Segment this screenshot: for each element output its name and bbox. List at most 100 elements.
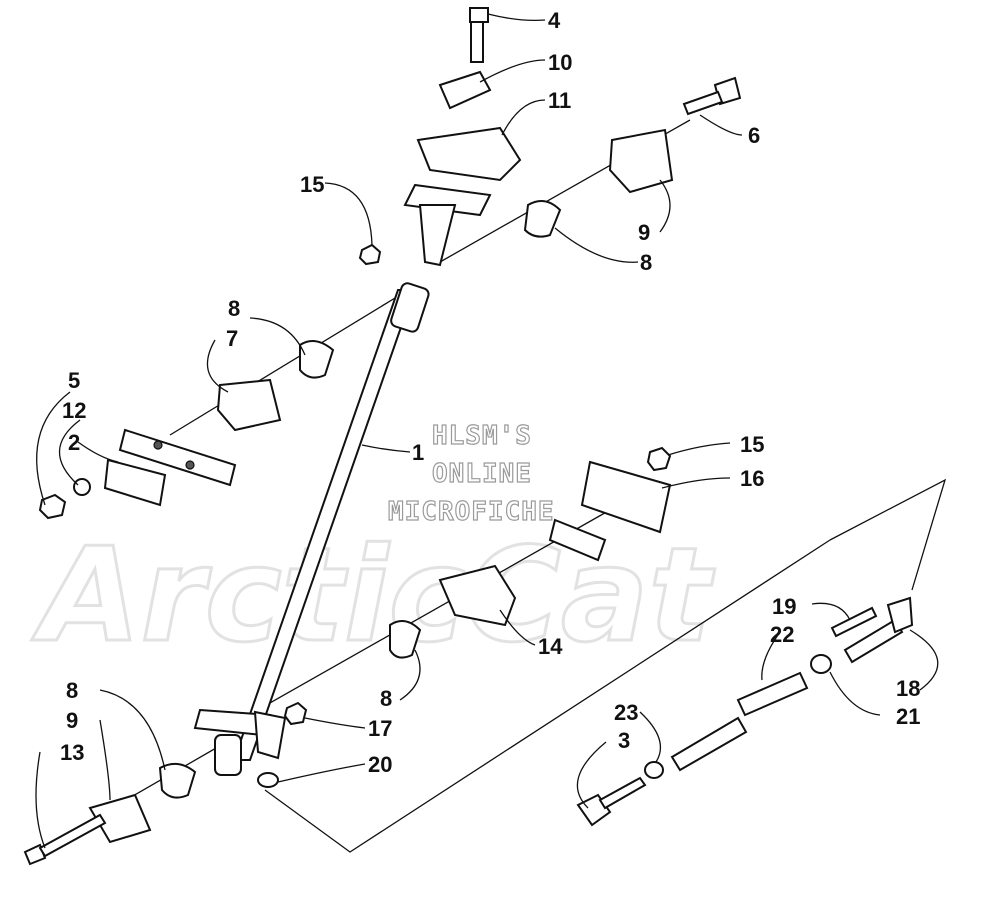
steering-arm (253, 710, 287, 760)
leader-8-left (249, 317, 306, 356)
lower-centerline (239, 509, 611, 721)
bolt-head (469, 7, 489, 23)
callout-23: 23 (614, 700, 638, 725)
leader-8-middle (399, 649, 421, 701)
block-part-7 (216, 378, 282, 432)
leader-8-upper (554, 227, 639, 263)
plate-assembly-part-2 (103, 428, 237, 507)
callout-labels: 4 10 11 15 6 9 8 8 7 5 12 2 1 15 16 14 8… (60, 8, 920, 777)
callout-8-middle: 8 (380, 686, 392, 711)
tie-rod-end-shank-right (843, 618, 904, 664)
callout-10: 10 (548, 50, 572, 75)
bushing-part-8-left (299, 340, 335, 379)
callout-16: 16 (740, 466, 764, 491)
callout-3: 3 (618, 728, 630, 753)
bolt-shank (682, 90, 724, 116)
leader-14 (499, 609, 536, 646)
brand-watermark: ArcticCat (30, 518, 718, 673)
callout-18: 18 (896, 676, 920, 701)
callout-2: 2 (68, 430, 80, 455)
leader-11 (501, 99, 546, 136)
callout-12: 12 (62, 398, 86, 423)
leader-18 (909, 629, 939, 691)
hlsm-watermark: HLSM'S ONLINE MICROFICHE (387, 420, 555, 527)
callout-8-left: 8 (228, 296, 240, 321)
tie-rod-reference-line-upper (829, 478, 947, 591)
leader-8-lower (99, 689, 166, 771)
clamp-part-11 (416, 126, 522, 182)
leader-22 (761, 631, 781, 681)
plate-dashed-shim (118, 428, 237, 487)
nut-part-5 (38, 493, 67, 520)
callout-9-lower: 9 (66, 708, 78, 733)
tie-rod-assembly (576, 596, 914, 827)
watermark-line-2: ONLINE (432, 459, 532, 489)
tie-rod-reference-line-lower (264, 539, 831, 853)
washer-part-12 (73, 478, 91, 496)
leader-3 (576, 741, 607, 809)
bolt-shank (38, 813, 107, 858)
callout-9-upper: 9 (638, 220, 650, 245)
bolt-part-13 (23, 813, 107, 866)
bushing-part-8-lower (158, 762, 197, 799)
steering-post (193, 183, 492, 776)
callout-5: 5 (68, 368, 80, 393)
watermark-line-1: HLSM'S (432, 421, 532, 451)
steering-post-upper-bracket (418, 204, 457, 267)
tie-rod-end-part-18 (886, 596, 914, 634)
small-plate (548, 518, 607, 562)
upper-cap-part-10 (438, 70, 492, 110)
callout-4: 4 (548, 8, 561, 33)
leader-5 (36, 391, 71, 506)
callout-14: 14 (538, 634, 563, 659)
callout-19: 19 (772, 594, 796, 619)
leader-10 (479, 59, 546, 83)
callout-7: 7 (226, 326, 238, 351)
callout-22: 22 (770, 622, 794, 647)
leader-1 (361, 444, 411, 453)
upper-left-centerline (169, 294, 401, 436)
leader-17 (304, 717, 366, 729)
callout-11: 11 (548, 88, 571, 113)
leader-16 (661, 477, 731, 489)
callout-20: 20 (368, 752, 392, 777)
bolt-part-4 (469, 7, 489, 63)
leader-23 (639, 711, 661, 763)
block-part-9-upper (608, 128, 674, 194)
leader-7 (206, 339, 229, 393)
leader-9-upper (659, 179, 671, 233)
cotter-pin-part-19 (830, 606, 878, 638)
callout-13: 13 (60, 740, 84, 765)
leader-15-upper (324, 182, 373, 246)
watermark-line-3: MICROFICHE (388, 497, 555, 527)
tie-rod-end-shank (598, 776, 647, 810)
callout-6: 6 (748, 123, 760, 148)
plate-part-16 (580, 460, 672, 534)
leader-4 (487, 13, 546, 22)
assembly-centerlines (99, 119, 947, 853)
tie-rod-part-22-lower (670, 716, 748, 772)
callout-21: 21 (896, 704, 920, 729)
steering-post-bushing (390, 282, 430, 333)
tie-rod-part-22-upper (736, 671, 809, 717)
washer-part-20 (257, 772, 279, 788)
block-part-9-lower (88, 793, 152, 844)
jam-nut-part-23 (644, 761, 664, 779)
mounting-plate (103, 458, 167, 507)
bolt-part-6 (682, 76, 742, 116)
leader-19 (811, 602, 851, 621)
callout-15-right: 15 (740, 432, 764, 457)
nut-part-15-upper (358, 243, 382, 266)
leader-lines (35, 13, 939, 849)
leader-15-right (667, 442, 731, 456)
leader-9-lower (99, 719, 111, 801)
callout-1: 1 (412, 440, 424, 465)
callout-15-upper: 15 (300, 172, 324, 197)
leader-2 (77, 441, 119, 463)
nut-part-15-right (646, 446, 672, 472)
bushing-part-8-middle (389, 620, 422, 659)
brand-watermark-text: ArcticCat (31, 519, 716, 671)
leader-13 (35, 751, 46, 849)
plate-hole-2 (185, 460, 195, 470)
